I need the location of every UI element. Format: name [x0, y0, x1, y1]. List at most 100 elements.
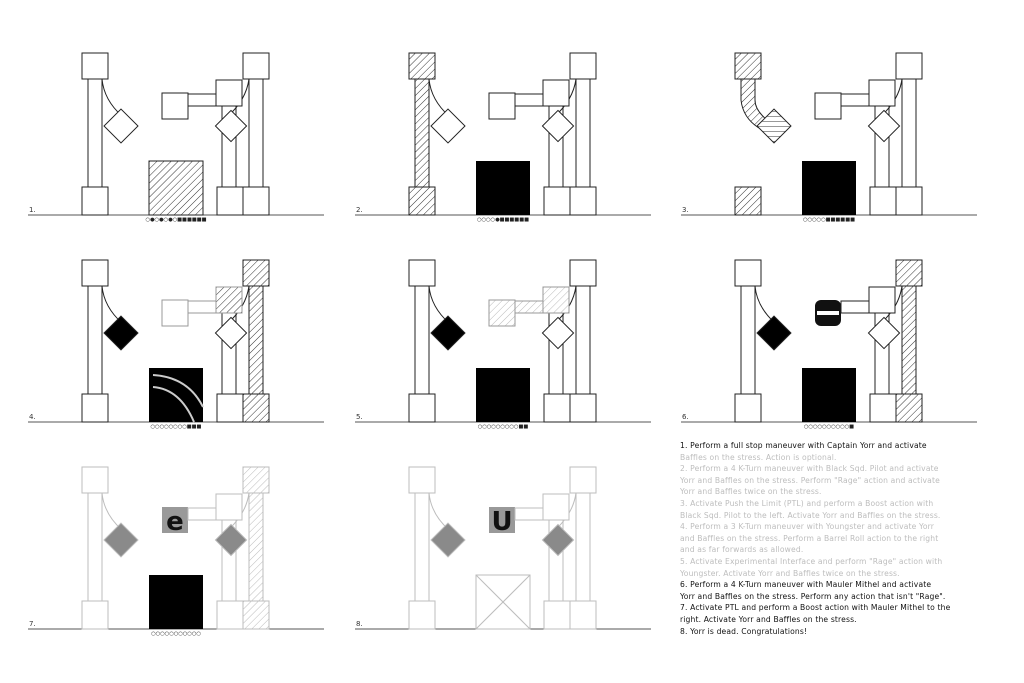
arc [152, 374, 204, 408]
link-head [868, 79, 896, 107]
top-block [242, 52, 270, 80]
top-block [242, 466, 270, 494]
mast [248, 78, 264, 188]
left-diamond [756, 315, 792, 351]
top-block [734, 259, 762, 287]
base-block [895, 393, 923, 423]
left-tower [408, 52, 450, 216]
base-block [408, 600, 436, 630]
base-block [569, 600, 597, 630]
link-block [161, 299, 189, 327]
link-head [868, 286, 896, 314]
panel-1: 1.○●○●○●○■■■■■■ [28, 52, 324, 223]
base-block [408, 186, 436, 216]
token-counter: ○○○○○○○○○○○ [151, 631, 201, 637]
top-block [569, 259, 597, 287]
inner-base [216, 600, 244, 630]
link-block [162, 507, 188, 533]
left-diamond [103, 108, 139, 144]
mast [87, 492, 103, 602]
left-tower [81, 259, 123, 423]
panel-label: 8. [356, 620, 363, 628]
instruction-line: Black Sqd. Pilot to the left. Activate Y… [680, 510, 941, 520]
link-assembly [815, 286, 896, 326]
instruction-line: Youngster. Activate Yorr and Baffles twi… [680, 568, 900, 578]
link-block [814, 92, 842, 120]
top-block [408, 466, 436, 494]
right-diamond [867, 316, 901, 350]
right-diamond [214, 316, 248, 350]
top-block [408, 259, 436, 287]
left-diamond [430, 522, 466, 558]
base-block [81, 186, 109, 216]
square-black [802, 368, 856, 422]
center-square [149, 368, 204, 423]
square-black [476, 161, 530, 215]
base-block [81, 600, 109, 630]
square-black [149, 575, 203, 629]
left-tower [734, 52, 768, 216]
inner-base [869, 186, 897, 216]
right-diamond [541, 316, 575, 350]
instruction-line: and Baffles on the stress. Perform a Bar… [680, 533, 939, 543]
square-black [476, 368, 530, 422]
left-tower [408, 466, 450, 630]
inner-base [543, 393, 571, 423]
mast [87, 285, 103, 395]
panel-7: 7.e○○○○○○○○○○○ [28, 466, 324, 637]
token-counter: ○○○○○○○○○○■ [804, 424, 854, 430]
inner-base [543, 600, 571, 630]
link-block [489, 507, 515, 533]
token-counter: ○●○●○●○■■■■■■ [145, 217, 206, 223]
instruction-line: Yorr and Baffles on the stress. Perform … [680, 591, 946, 601]
mast [901, 285, 917, 395]
instruction-list: 1. Perform a full stop maneuver with Cap… [680, 440, 1020, 637]
link-assembly: e [162, 493, 243, 537]
link-block [161, 92, 189, 120]
mast [248, 285, 264, 395]
top-block [81, 466, 109, 494]
left-diamond [103, 315, 139, 351]
mast [414, 285, 430, 395]
inner-base [543, 186, 571, 216]
instruction-line: 8. Yorr is dead. Congratulations! [680, 626, 808, 636]
left-tower [81, 466, 123, 630]
link-bar [187, 300, 221, 314]
instruction-line: 1. Perform a full stop maneuver with Cap… [680, 441, 927, 450]
center-square [475, 574, 531, 630]
top-block [895, 259, 923, 287]
link-bar [514, 93, 548, 107]
mast [575, 285, 591, 395]
mast [740, 285, 756, 395]
mast [575, 78, 591, 188]
mast [248, 492, 264, 602]
top-block [242, 259, 270, 287]
mast [575, 492, 591, 602]
instruction-line: 4. Perform a 3 K-Turn maneuver with Youn… [680, 522, 935, 532]
link-assembly: U [489, 493, 570, 537]
top-block [734, 52, 762, 80]
base-block [569, 186, 597, 216]
base-block [895, 186, 923, 216]
link-assembly [488, 286, 570, 327]
panel-4: 4.○○○○○○○○■■■ [28, 259, 324, 430]
top-block [81, 52, 109, 80]
right-diamond [541, 109, 575, 143]
link-bar [187, 507, 221, 521]
token-counter: ○○○○○○○○○■■ [478, 424, 529, 430]
link-bar [840, 93, 874, 107]
link-head [542, 286, 570, 314]
panel-label: 2. [356, 206, 363, 214]
right-diamond [214, 109, 248, 143]
panel-8: 8. U [355, 466, 651, 630]
arc [152, 386, 195, 423]
base-block [242, 186, 270, 216]
left-diamond [430, 315, 466, 351]
instruction-line: Yorr and Baffles twice on the stress. [680, 487, 822, 497]
center-square [802, 161, 856, 215]
link-head [215, 79, 243, 107]
instruction-line: 2. Perform a 4 K-Turn maneuver with Blac… [680, 464, 939, 474]
token-counter: ○○○○○■■■■■■ [803, 217, 855, 223]
panel-5: 5.○○○○○○○○○■■ [355, 259, 651, 430]
top-block [408, 52, 436, 80]
